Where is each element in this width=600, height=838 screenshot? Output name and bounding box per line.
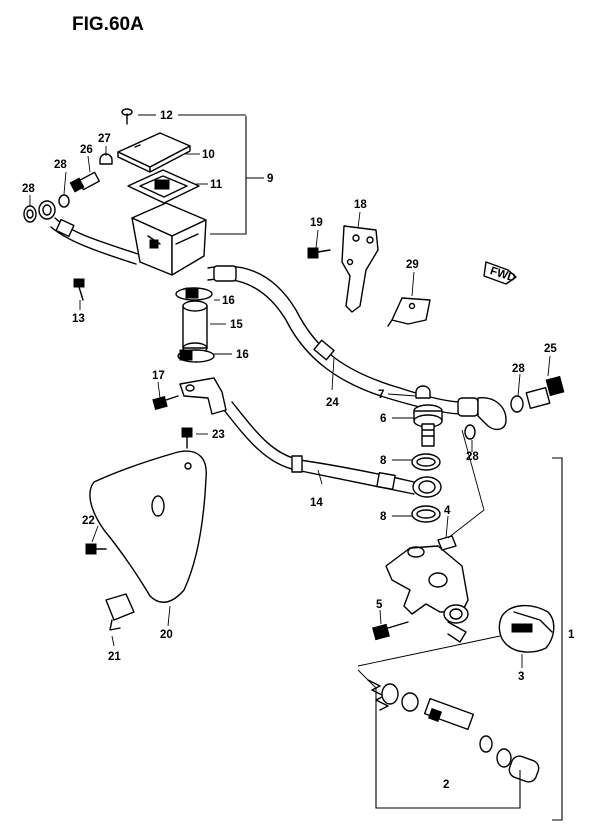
reservoir-diaphragm: [127, 169, 200, 204]
callout-12: 12: [160, 110, 173, 122]
cap-screw: [121, 108, 133, 125]
brake-hose-24: [207, 265, 507, 431]
fwd-direction-arrow: FWD: [483, 261, 517, 285]
piston-cup: [401, 692, 419, 712]
bolt-13: [73, 278, 85, 301]
callout-4: 4: [444, 505, 451, 517]
callout-21: 21: [108, 651, 121, 663]
piston: [423, 697, 475, 731]
bolt-23: [181, 427, 193, 449]
leader-lines: [29, 114, 551, 689]
callout-8b: 8: [380, 511, 387, 523]
bleeder-cap-7: [415, 385, 431, 399]
callout-25: 25: [544, 343, 557, 355]
callout-8a: 8: [380, 455, 387, 467]
clip-4: [437, 535, 457, 551]
callout-2: 2: [443, 779, 449, 791]
callout-14: 14: [310, 497, 323, 509]
callout-10: 10: [202, 149, 215, 161]
side-cover-20: [89, 450, 207, 603]
secondary-cup: [479, 735, 493, 753]
bolt-17: [152, 395, 179, 410]
hose-fitting-bracket: [179, 377, 227, 415]
bracket-18: [341, 225, 379, 313]
callout-9: 9: [267, 173, 273, 185]
bracket-29: [387, 297, 431, 327]
callout-13: 13: [72, 313, 85, 325]
callout-19: 19: [310, 217, 323, 229]
dust-boot-3: [498, 605, 555, 653]
bolt-22: [85, 543, 107, 555]
callout-28d: 28: [466, 451, 479, 463]
figure-title: FIG.60A: [72, 14, 144, 35]
reservoir-tank: [131, 202, 207, 276]
callout-26: 26: [80, 144, 93, 156]
bolt-19: [307, 247, 331, 259]
callout-22: 22: [82, 515, 95, 527]
hose-clamp-16-lower: [177, 349, 215, 363]
callout-5: 5: [376, 599, 383, 611]
snap-ring: [508, 755, 540, 783]
hose-connector: [412, 476, 442, 498]
union-bolt-26: [69, 171, 100, 193]
callout-18: 18: [354, 199, 367, 211]
callout-20: 20: [160, 629, 173, 641]
callout-3: 3: [518, 671, 524, 683]
callout-28c: 28: [512, 363, 525, 375]
callout-7: 7: [378, 389, 384, 401]
callout-15: 15: [230, 319, 243, 331]
assembly-bracket-9: [210, 116, 247, 235]
hose-joint-6: [413, 404, 443, 447]
reservoir-cap: [117, 132, 191, 173]
callout-17: 17: [152, 370, 165, 382]
master-cylinder-body: [385, 545, 469, 643]
callout-24: 24: [326, 397, 339, 409]
washer-ring: [496, 748, 512, 768]
callout-28b: 28: [22, 183, 35, 195]
cap-small-part-27: [99, 153, 113, 165]
callout-23: 23: [212, 429, 225, 441]
callout-27: 27: [98, 133, 111, 145]
bolt-5: [372, 621, 409, 641]
callout-labels: 12 10 11 9 27 26 28 28 13 16 15 16 17 23…: [22, 110, 575, 791]
union-bolt-25: [525, 375, 565, 410]
piston-spring: [367, 679, 399, 711]
o-ring-8-upper: [411, 453, 441, 471]
assembly-bracket-2: [375, 688, 521, 809]
assembly-bracket-1: [552, 457, 563, 821]
callout-16a: 16: [222, 295, 235, 307]
callout-16b: 16: [236, 349, 249, 361]
callout-11: 11: [210, 179, 223, 191]
callout-6: 6: [380, 413, 386, 425]
hose-15: [182, 300, 208, 354]
washer-28-upper: [58, 194, 70, 208]
washer-28-lower: [464, 424, 476, 440]
o-ring-8-lower: [411, 505, 441, 523]
washer-28-right: [510, 395, 524, 413]
hose-14: [223, 401, 415, 495]
callout-29: 29: [406, 259, 419, 271]
callout-1: 1: [568, 629, 575, 641]
callout-28a: 28: [54, 159, 67, 171]
hose-clamp-16-upper: [175, 287, 213, 301]
banjo-fitting-left: [38, 200, 56, 220]
washer-28-left: [23, 205, 37, 223]
clip-21: [105, 593, 135, 631]
reservoir-hose: [50, 217, 139, 265]
